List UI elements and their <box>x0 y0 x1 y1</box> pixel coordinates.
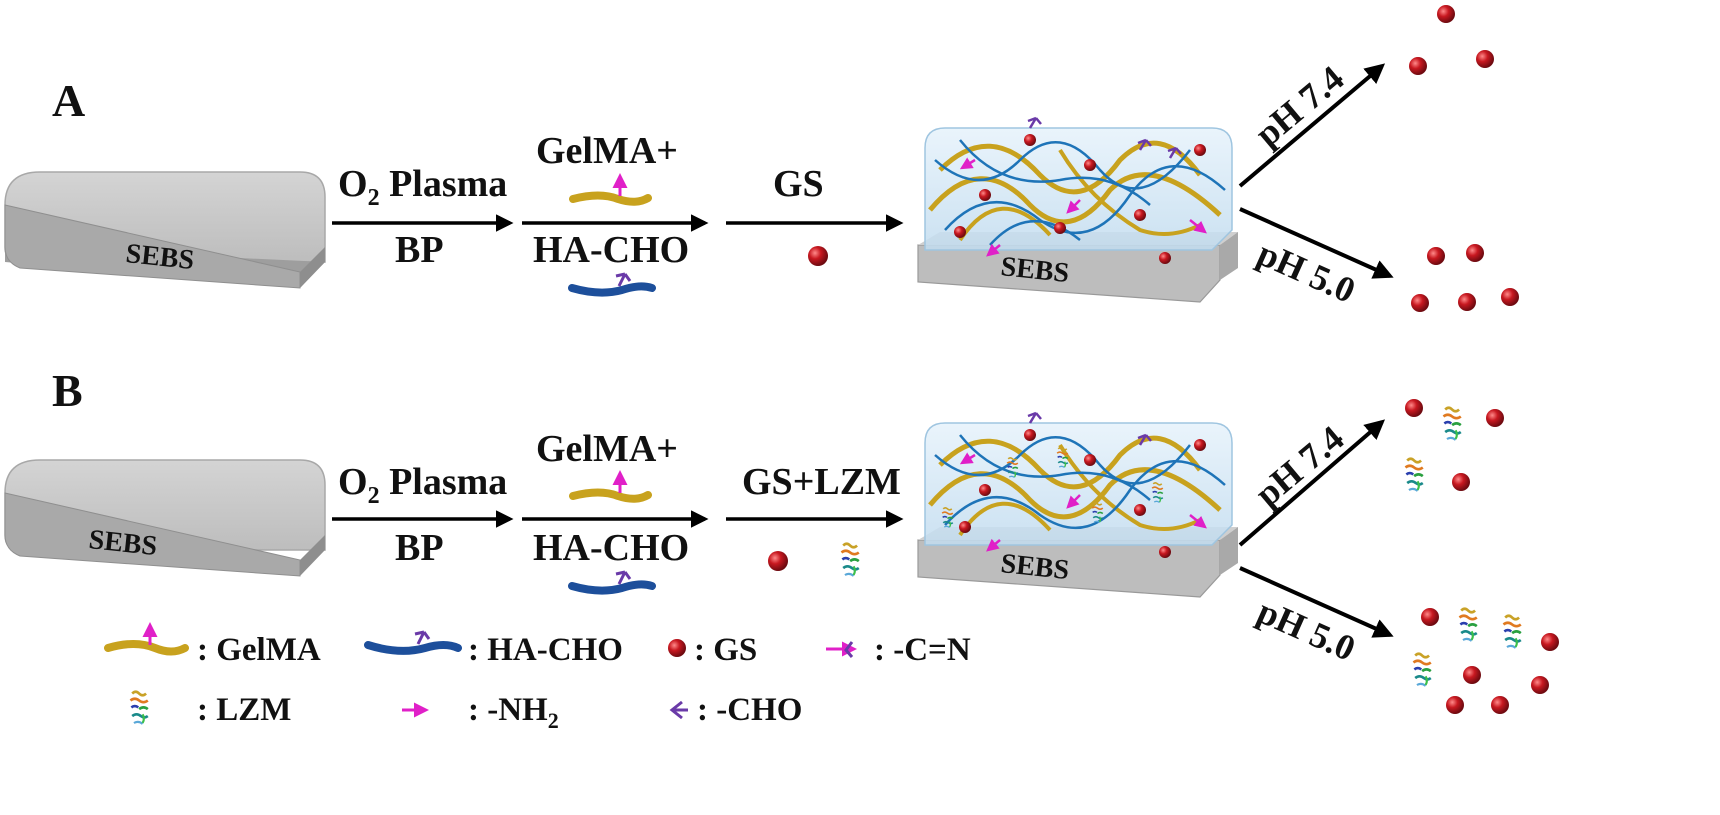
gs-particle-a <box>808 246 828 266</box>
hydrogel-coated-sebs-b: SEBS <box>917 411 1238 598</box>
released-gs-ph74-a <box>1409 5 1494 75</box>
step1-top-label-b: O2 Plasma <box>338 461 507 509</box>
panel-a-letter: A <box>52 75 85 126</box>
arrow-release-ph50-b <box>1239 566 1394 638</box>
step2-bottom-label-b: HA-CHO <box>533 527 689 569</box>
sebs-label-a: SEBS <box>124 238 195 276</box>
legend-lzm-label: : LZM <box>197 692 291 728</box>
sebs-substrate-b: SEBS <box>4 459 326 577</box>
legend-cn-label: : -C=N <box>874 632 971 668</box>
lzm-protein-b <box>840 542 861 578</box>
arrow-release-ph74-b <box>1238 419 1386 547</box>
legend-item-nh2: : -NH2 <box>402 692 559 733</box>
step3-top-label-a: GS <box>773 163 824 205</box>
step2-top-label-b: GelMA+ <box>536 428 678 470</box>
legend-gs-label: : GS <box>694 632 757 668</box>
sebs-label-product-b: SEBS <box>999 548 1070 586</box>
step2-bottom-label-a: HA-CHO <box>533 229 689 271</box>
step2-top-label-a: GelMA+ <box>536 130 678 172</box>
step1-bottom-label-b: BP <box>395 527 444 569</box>
hydrogel-coated-sebs-a: SEBS <box>917 116 1238 303</box>
legend-item-lzm: : LZM <box>129 690 291 728</box>
panel-a: A SEBS O2 Plasma BP GelMA+ HA-CHO GS <box>4 5 1519 312</box>
legend-item-cn: : -C=N <box>826 632 971 668</box>
gelma-chain-b <box>569 488 652 503</box>
ph50-label-a: pH 5.0 <box>1252 233 1361 311</box>
sebs-label-product-a: SEBS <box>999 251 1070 289</box>
legend-hacho-label: : HA-CHO <box>468 632 623 668</box>
legend-gelma-label: : GelMA <box>197 632 321 668</box>
cho-mark-b <box>615 570 632 585</box>
legend-item-gelma: : GelMA <box>104 622 321 668</box>
released-gs-ph50-a <box>1411 244 1519 312</box>
legend-item-hacho: : HA-CHO <box>364 630 623 668</box>
gelma-chain-a <box>569 191 652 206</box>
legend-cho-label: : -CHO <box>697 692 802 728</box>
arrow-release-ph50-a <box>1239 207 1394 279</box>
step1-bottom-label-a: BP <box>395 229 444 271</box>
legend-item-gs: : GS <box>668 632 757 668</box>
step3-top-label-b: GS+LZM <box>742 461 901 503</box>
step1-top-label-a: O2 Plasma <box>338 163 507 211</box>
legend-item-cho: : -CHO <box>669 692 802 728</box>
legend: : GelMA : HA-CHO : GS : -C=N : LZM : -NH… <box>104 622 971 733</box>
sebs-label-b: SEBS <box>87 524 158 562</box>
panel-b-letter: B <box>52 365 83 416</box>
gs-particle-b <box>768 551 788 571</box>
cho-mark-a <box>615 272 632 287</box>
sebs-substrate-a: SEBS <box>4 171 326 289</box>
released-gs-lzm-ph74-b <box>1404 399 1504 493</box>
ph50-label-b: pH 5.0 <box>1252 591 1361 669</box>
hacho-chain-a <box>568 282 656 297</box>
ph74-label-b: pH 7.4 <box>1247 418 1351 514</box>
arrow-release-ph74-a <box>1238 63 1386 188</box>
hacho-chain-b <box>568 580 656 595</box>
released-gs-lzm-ph50-b <box>1412 607 1559 714</box>
legend-nh2-label: : -NH2 <box>468 692 559 733</box>
